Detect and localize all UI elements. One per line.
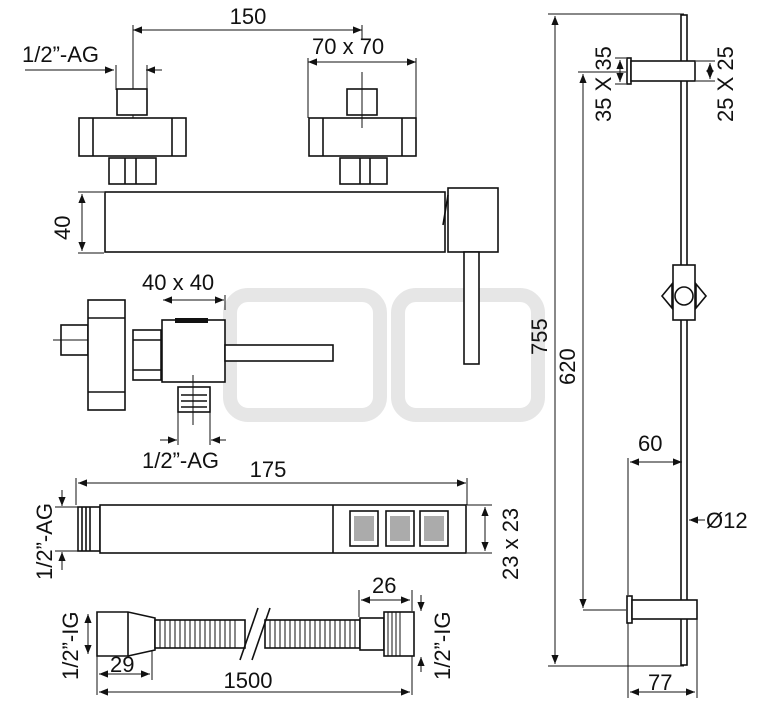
dim-inlet-distance: 150 (230, 4, 267, 29)
hand-shower: 175 1/2”-AG 23 x 23 (32, 457, 523, 580)
nozzle-pads (349, 510, 449, 547)
dim-outlet-thread: 1/2”-AG (142, 448, 219, 473)
shower-rail: 755 620 35 X 35 25 X 25 60 Ø12 77 (527, 13, 748, 698)
dim-bracket-depth: 77 (648, 670, 672, 695)
dim-right-fitting: 26 (372, 573, 396, 598)
dim-body-height: 40 (50, 216, 75, 240)
dim-block: 40 x 40 (142, 270, 214, 295)
dim-top-bracket-right: 25 X 25 (713, 46, 738, 122)
dim-left-thread: 1/2”-IG (58, 612, 83, 680)
valve-front-view: 150 1/2”-AG 70 x 70 40 (22, 4, 499, 365)
dim-hand-shower-thread: 1/2”-AG (32, 503, 57, 580)
valve-side-view: 40 x 40 1/2”-AG (53, 270, 334, 473)
dim-bracket-distance: 620 (555, 348, 580, 385)
dim-hand-shower-section: 23 x 23 (498, 508, 523, 580)
dim-right-thread: 1/2”-IG (430, 612, 455, 680)
dim-hose-length: 1500 (224, 668, 273, 693)
dim-inlet-thread: 1/2”-AG (22, 42, 99, 67)
dim-top-bracket-left: 35 X 35 (591, 46, 616, 122)
dim-holder-depth: 60 (638, 431, 662, 456)
slider-holder (660, 264, 708, 321)
dim-rod-diameter: Ø12 (706, 508, 748, 533)
hose-corrugation (159, 620, 356, 648)
shower-hose: 29 1500 26 1/2”-IG 1/2”-IG (58, 573, 455, 696)
dim-total-height: 755 (527, 318, 552, 355)
dim-rosette: 70 x 70 (312, 34, 384, 59)
dim-hand-shower-length: 175 (250, 457, 287, 482)
dim-left-fitting: 29 (110, 652, 134, 677)
